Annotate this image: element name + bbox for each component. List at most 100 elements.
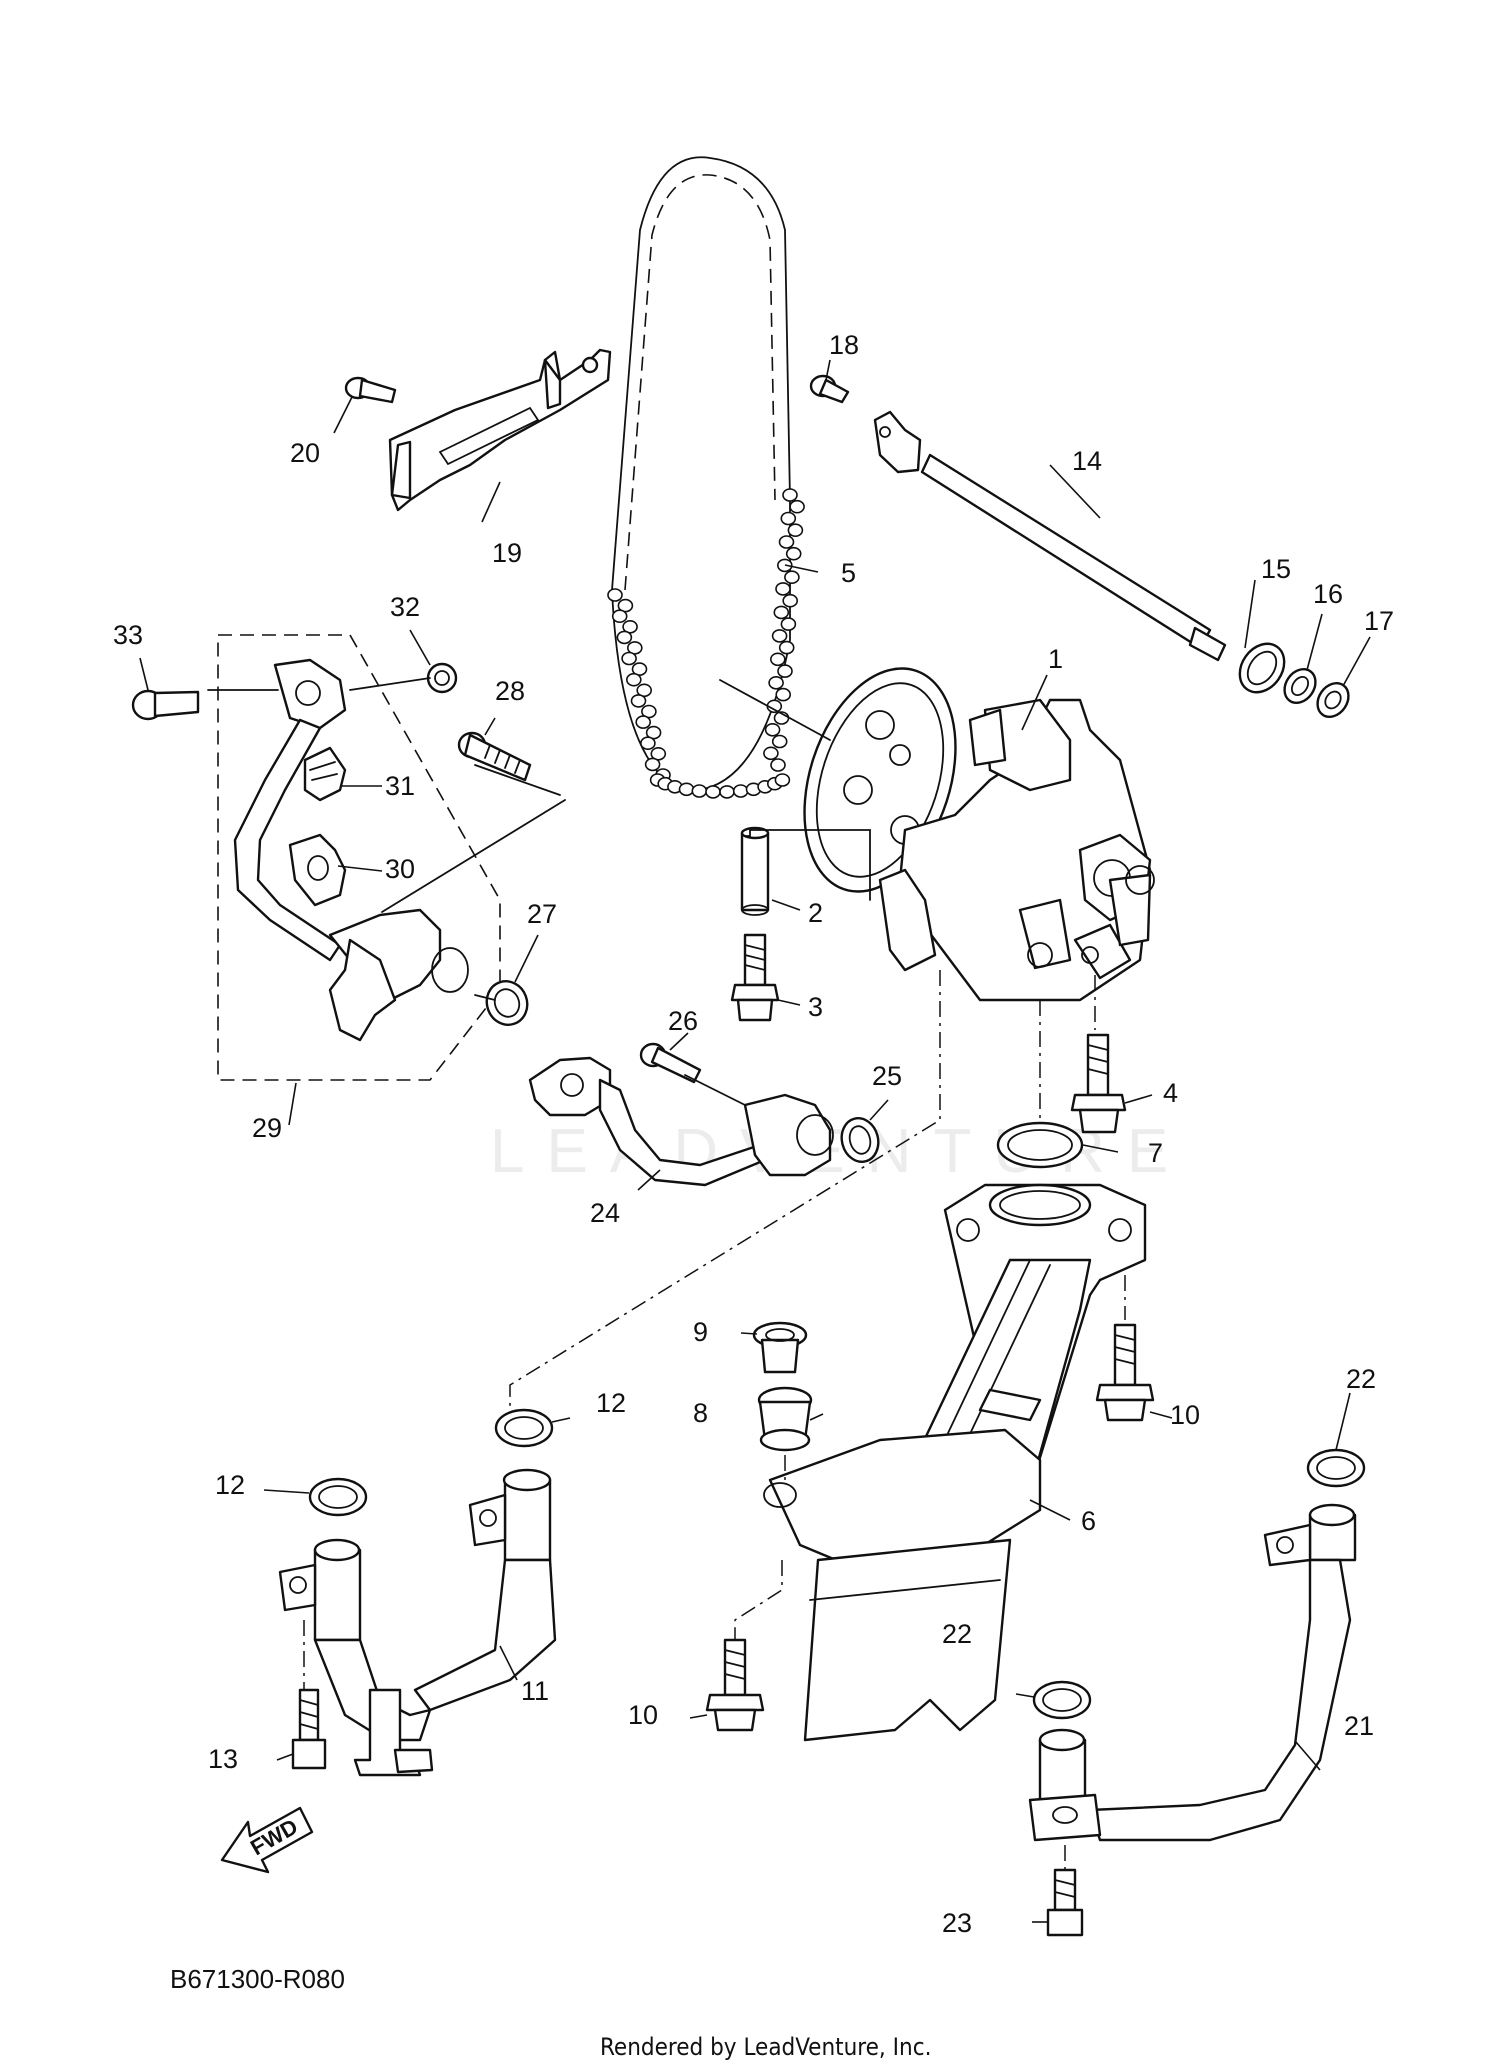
chain-link <box>607 588 623 602</box>
part-12-ring-upper <box>494 1408 554 1448</box>
chain-link <box>621 651 637 666</box>
part-20-bolt <box>344 376 397 404</box>
callout-12-lower: 12 <box>215 1470 245 1500</box>
callout-16: 16 <box>1313 579 1343 609</box>
chain-link <box>770 758 786 772</box>
chain-link <box>640 736 656 751</box>
callout-21: 21 <box>1344 1711 1374 1741</box>
chain-link <box>719 785 735 799</box>
chain-link <box>611 609 628 624</box>
callout-29: 29 <box>252 1113 282 1143</box>
part-14-shaft <box>873 410 1227 662</box>
chain-link <box>644 757 661 772</box>
callout-7: 7 <box>1148 1138 1163 1168</box>
chain-link <box>780 617 797 631</box>
chain-link <box>764 722 781 737</box>
part-21-pipe <box>1028 1503 1357 1842</box>
part-31-collar <box>303 746 347 802</box>
callout-11: 11 <box>521 1676 549 1706</box>
part-2-pin <box>740 826 770 916</box>
callout-20: 20 <box>290 438 320 468</box>
part-26-bolt <box>639 1042 702 1084</box>
part-28-bolt <box>457 731 532 782</box>
part-7-o-ring <box>996 1121 1084 1169</box>
fwd-arrow: FWD <box>220 1806 314 1874</box>
chain-link <box>775 687 792 702</box>
part-10-bolt-upper <box>1095 1323 1155 1422</box>
chain-link <box>763 746 779 761</box>
callout-18: 18 <box>829 330 859 360</box>
drawing-code: B671300-R080 <box>170 1964 345 1994</box>
chain-link <box>778 535 795 549</box>
chain-link <box>771 734 788 749</box>
callout-30: 30 <box>385 854 415 884</box>
callout-4: 4 <box>1163 1078 1178 1108</box>
callout-5: 5 <box>841 558 856 588</box>
callouts: 1 2 3 4 5 6 7 8 9 10 10 11 12 12 13 14 1… <box>113 330 1394 1938</box>
chain-link <box>691 784 708 798</box>
chain-link <box>787 523 804 538</box>
callout-6: 6 <box>1081 1506 1096 1536</box>
callout-31: 31 <box>385 771 415 801</box>
callout-9: 9 <box>693 1317 708 1347</box>
callout-1: 1 <box>1048 644 1063 674</box>
part-32-washer <box>426 662 458 694</box>
callout-12-upper: 12 <box>596 1388 626 1418</box>
chain-link <box>771 629 788 643</box>
callout-13: 13 <box>208 1744 238 1774</box>
part-15-ring <box>1238 642 1286 694</box>
chain-link <box>776 558 793 573</box>
callout-3: 3 <box>808 992 823 1022</box>
callout-26: 26 <box>668 1006 698 1036</box>
part-16-washer <box>1283 668 1317 704</box>
chain-link <box>789 499 805 514</box>
callout-19: 19 <box>492 538 522 568</box>
part-25-o-ring <box>840 1117 880 1163</box>
callout-28: 28 <box>495 676 525 706</box>
part-10-bolt-lower <box>705 1638 765 1732</box>
part-24-pipe <box>528 1056 834 1187</box>
part-27-o-ring <box>485 980 529 1026</box>
part-9-collar <box>752 1321 808 1374</box>
part-17-nut <box>1316 682 1350 718</box>
part-29-pipe-assembly <box>217 634 501 1081</box>
footer-credit: Rendered by LeadVenture, Inc. <box>600 2033 931 2061</box>
part-22-ring-lower <box>1032 1680 1092 1720</box>
callout-22-lower: 22 <box>942 1619 972 1649</box>
part-11-pipe <box>278 1468 557 1777</box>
part-1-oil-pump <box>803 667 1155 1002</box>
leader-lines <box>139 359 1371 1923</box>
callout-22-upper: 22 <box>1346 1364 1376 1394</box>
part-18-bolt <box>809 374 850 404</box>
chain-link <box>785 546 802 561</box>
chain-link <box>778 640 795 655</box>
callout-15: 15 <box>1261 554 1291 584</box>
chain-link <box>768 675 784 690</box>
callout-2: 2 <box>808 898 823 928</box>
part-33-bolt <box>131 689 200 721</box>
callout-33: 33 <box>113 620 143 650</box>
part-13-bolt <box>291 1688 327 1770</box>
chain-link <box>616 630 633 645</box>
callout-10-upper: 10 <box>1170 1400 1200 1430</box>
chain-link <box>773 605 790 620</box>
chain-link <box>782 593 799 608</box>
part-6-strainer <box>763 1183 1147 1742</box>
chain-link <box>780 511 797 526</box>
callout-24: 24 <box>590 1198 620 1228</box>
chain-link <box>678 782 695 797</box>
callout-32: 32 <box>390 592 420 622</box>
part-4-bolt <box>1070 1033 1127 1134</box>
chain-link <box>635 715 652 729</box>
chain-link <box>774 773 791 787</box>
chain-link <box>769 652 786 667</box>
chain-link <box>782 488 798 502</box>
alignment-lines <box>207 677 1126 1870</box>
chain-link <box>630 694 647 708</box>
callout-14: 14 <box>1072 446 1102 476</box>
callout-8: 8 <box>693 1398 708 1428</box>
callout-25: 25 <box>872 1061 902 1091</box>
chain-link <box>784 570 800 585</box>
callout-23: 23 <box>942 1908 972 1938</box>
